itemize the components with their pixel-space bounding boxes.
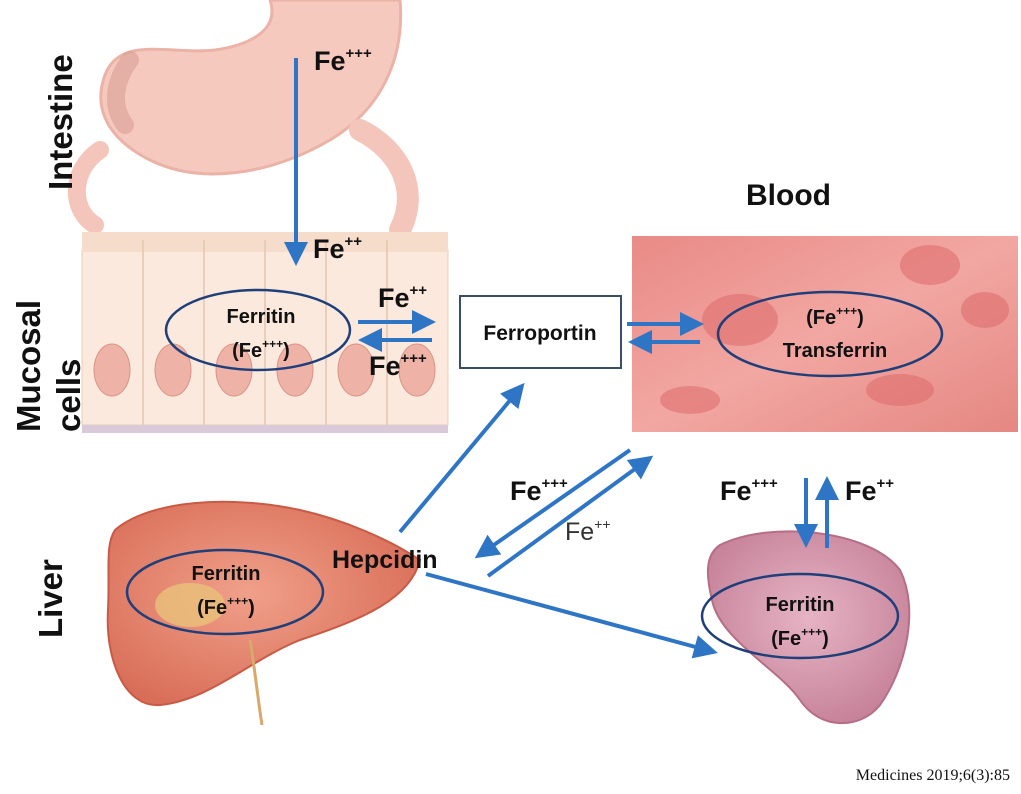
fe3-spleen-in-label: Fe+++ xyxy=(720,475,778,506)
blood-label: Blood xyxy=(746,179,831,212)
fe2-spleen-out-label: Fe++ xyxy=(845,475,894,506)
transferrin-line2: Transferrin xyxy=(783,340,887,362)
arrow-hepcidin-to-blood xyxy=(486,455,654,578)
transferrin-line1: (Fe+++) xyxy=(806,304,864,329)
fe3-import-label: Fe+++ xyxy=(369,350,427,381)
liver-label: Liver xyxy=(32,559,69,638)
mucosal-ferritin-ellipse xyxy=(164,288,352,372)
fe2-mucosa-label: Fe++ xyxy=(313,233,362,264)
spleen-ferritin-line1: Ferritin xyxy=(766,594,835,616)
stomach-illustration xyxy=(67,0,419,241)
blood-vessel-illustration xyxy=(632,236,1018,432)
intestine-label: Intestine xyxy=(42,54,79,190)
liver-ferritin-line2: (Fe+++) xyxy=(197,594,255,619)
mucosal-cells-illustration xyxy=(81,232,449,433)
arrow-blood-to-hepcidin xyxy=(474,448,632,559)
liver-ferritin-line1: Ferritin xyxy=(192,563,261,585)
fe3-blood-liver-label: Fe+++ xyxy=(510,475,568,506)
arrows xyxy=(284,58,839,659)
hepcidin-label: Hepcidin xyxy=(332,546,438,574)
spleen-ferritin-ellipse xyxy=(700,572,900,660)
arrow-hepcidin-to-spleen xyxy=(425,572,718,659)
arrow-hepcidin-to-ferroportin xyxy=(398,382,525,534)
mucosal-ferritin-line2: (Fe+++) xyxy=(232,337,290,362)
transferrin-ellipse xyxy=(716,290,944,378)
cells-label: cells xyxy=(50,359,87,432)
citation: Medicines 2019;6(3):85 xyxy=(856,767,1010,784)
fe3-intestine-label: Fe+++ xyxy=(314,45,372,76)
liver-ferritin-ellipse xyxy=(125,548,325,636)
mucosal-label: Mucosal xyxy=(10,300,47,432)
ferroportin-label: Ferroportin xyxy=(483,322,596,345)
ferroportin-box xyxy=(459,295,622,369)
fe2-export-label: Fe++ xyxy=(378,282,427,313)
fe2-liver-blood-label: Fe++ xyxy=(565,516,611,546)
spleen-illustration xyxy=(706,530,911,725)
mucosal-ferritin-line1: Ferritin xyxy=(227,306,296,328)
liver-illustration xyxy=(106,500,422,726)
spleen-ferritin-line2: (Fe+++) xyxy=(771,625,829,650)
